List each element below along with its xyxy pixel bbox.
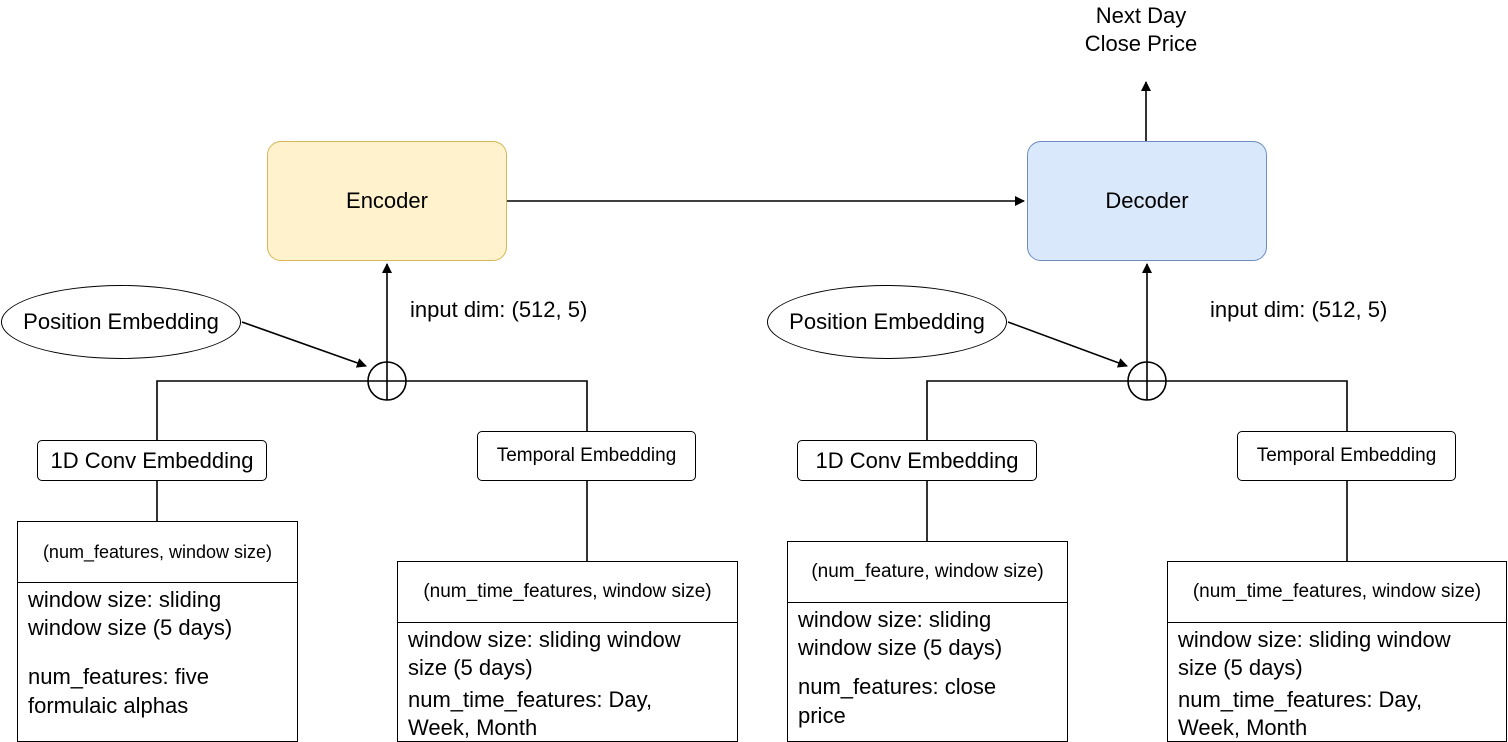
decoder-conv-table-line3: num_features: close (798, 674, 997, 699)
encoder-conv-table-line4: formulaic alphas (28, 693, 189, 718)
decoder-conv-table-header: (num_feature, window size) (788, 542, 1067, 603)
encoder-conv-table-line1: window size: sliding (28, 587, 222, 612)
encoder-input-dim: input dim: (512, 5) (410, 297, 588, 322)
encoder-temporal-table-line2: size (5 days) (408, 655, 533, 680)
decoder-conv-table-line2: window size (5 days) (798, 635, 1003, 660)
encoder-conv-table-line2: window size (5 days) (28, 615, 233, 640)
encoder-temporal-embedding-label: Temporal Embedding (496, 445, 677, 466)
encoder-temporal-table: (num_time_features, window size) window … (397, 561, 738, 742)
encoder-conv-table-header: (num_features, window size) (18, 522, 297, 583)
decoder-temporal-table-header: (num_time_features, window size) (1168, 562, 1506, 623)
encoder-temporal-embedding: Temporal Embedding (477, 431, 696, 481)
decoder-temporal-table-line3: num_time_features: Day, (1178, 687, 1423, 712)
decoder-conv-embedding-label: 1D Conv Embedding (815, 447, 1019, 473)
decoder-label: Decoder (1105, 188, 1189, 213)
decoder-conv-table-line4: price (798, 703, 846, 728)
encoder-label: Encoder (346, 188, 428, 213)
encoder-position-embedding: Position Embedding (1, 285, 241, 359)
decoder-position-arrow (1007, 321, 1128, 368)
decoder-input-dim: input dim: (512, 5) (1210, 297, 1388, 322)
encoder-position-embedding-label: Position Embedding (23, 309, 219, 334)
output-label: Next Day Close Price (1060, 2, 1222, 58)
decoder-temporal-table: (num_time_features, window size) window … (1167, 561, 1507, 742)
encoder-conv-table: (num_features, window size) window size:… (17, 521, 298, 742)
decoder-conv-embedding: 1D Conv Embedding (797, 440, 1037, 481)
encoder-temporal-table-line3: num_time_features: Day, (408, 687, 653, 712)
decoder-temporal-embedding: Temporal Embedding (1237, 431, 1456, 481)
encoder-temporal-table-line4: Week, Month (408, 715, 538, 740)
encoder-conv-table-line3: num_features: five (28, 664, 209, 689)
encoder-conv-embedding-label: 1D Conv Embedding (50, 447, 254, 473)
encoder-sum-node (367, 361, 407, 401)
encoder-temporal-table-header: (num_time_features, window size) (398, 562, 737, 623)
decoder-position-embedding: Position Embedding (767, 285, 1007, 359)
decoder-position-embedding-label: Position Embedding (789, 309, 985, 334)
decoder-temporal-table-line2: size (5 days) (1178, 655, 1303, 680)
decoder-conv-table-line1: window size: sliding (798, 607, 992, 632)
decoder-conv-table: (num_feature, window size) window size: … (787, 541, 1068, 742)
encoder-temporal-table-line1: window size: sliding window (408, 627, 681, 652)
output-label-line1: Next Day (1095, 3, 1187, 28)
encoder-block: Encoder (267, 141, 507, 261)
encoder-conv-embedding: 1D Conv Embedding (37, 440, 267, 481)
decoder-temporal-table-line1: window size: sliding window (1178, 627, 1451, 652)
encoder-position-arrow (241, 321, 367, 368)
decoder-temporal-table-line4: Week, Month (1178, 715, 1308, 740)
decoder-temporal-embedding-label: Temporal Embedding (1256, 445, 1437, 466)
decoder-sum-node (1127, 361, 1167, 401)
decoder-block: Decoder (1027, 141, 1267, 261)
output-label-line2: Close Price (1084, 31, 1198, 56)
